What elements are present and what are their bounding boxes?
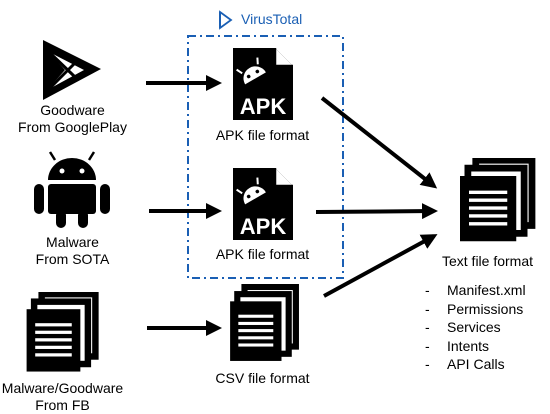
apk-bottom-label: APK file format (215, 246, 310, 262)
field-item: -API Calls (425, 356, 505, 372)
android-icon (34, 151, 110, 228)
arrow-apk-top-to-text (320, 96, 438, 189)
google-play-icon (43, 40, 101, 100)
apk-top-label: APK file format (215, 127, 310, 143)
virustotal-logo-icon (219, 10, 233, 30)
text-file-label: Text file format (441, 253, 534, 269)
field-item: -Services (425, 319, 501, 335)
apk-file-icon-bottom (231, 166, 295, 242)
virustotal-label: VirusTotal (241, 11, 303, 27)
fb-documents-icon (27, 294, 96, 371)
extracted-fields-list: -Manifest.xml -Permissions -Services -In… (425, 281, 526, 374)
field-item-label: Permissions (447, 300, 524, 317)
csv-label: CSV file format (215, 370, 310, 386)
googleplay-label-line1: Goodware (40, 102, 105, 118)
csv-documents-icon (230, 287, 296, 361)
sota-label-line1: Malware (46, 234, 99, 250)
field-item: -Intents (425, 337, 490, 354)
field-item-label: Manifest.xml (447, 282, 526, 298)
googleplay-label-line2: From GooglePlay (18, 119, 127, 135)
arrow-csv-to-text (323, 234, 438, 298)
field-item: -Permissions (425, 300, 524, 317)
field-item-label: API Calls (447, 356, 505, 372)
fb-label: Malware/Goodware From FB (0, 380, 125, 414)
sota-label-line2: From SOTA (35, 251, 110, 267)
googleplay-label: Goodware From GooglePlay (5, 102, 140, 136)
field-item-label: Intents (447, 337, 490, 354)
sota-label: Malware From SOTA (5, 234, 140, 268)
text-file-documents-icon (460, 160, 532, 241)
arrow-apk-bottom-to-text (315, 203, 438, 220)
apk-file-icon-top (231, 46, 295, 122)
fb-label-line2: From FB (35, 397, 90, 413)
field-item: -Manifest.xml (425, 282, 526, 298)
field-item-label: Services (447, 319, 501, 335)
fb-label-line1: Malware/Goodware (1, 380, 124, 396)
virustotal-region (187, 35, 344, 279)
